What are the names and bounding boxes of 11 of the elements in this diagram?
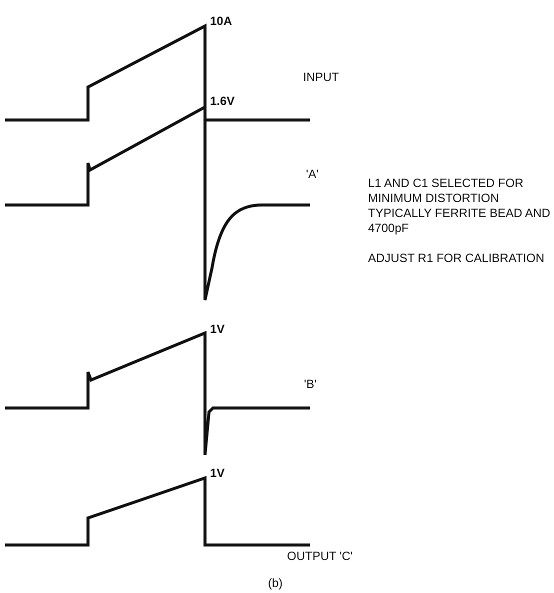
figure-caption: (b) [268, 576, 283, 591]
peak-value: 1V [210, 322, 225, 337]
waveform-label: INPUT [303, 70, 339, 85]
waveform-label: OUTPUT 'C' [287, 549, 353, 564]
peak-value: 1V [210, 466, 225, 481]
peak-value: 1.6V [210, 94, 235, 109]
waveform-label: 'A' [306, 167, 319, 182]
waveform-label: 'B' [304, 377, 317, 392]
note-text: L1 AND C1 SELECTED FOR MINIMUM DISTORTION TYPICALLY FERRITE BEAD AND 4700pF [368, 176, 552, 236]
peak-value: 10A [210, 14, 232, 29]
note-text: ADJUST R1 FOR CALIBRATION [368, 251, 546, 266]
